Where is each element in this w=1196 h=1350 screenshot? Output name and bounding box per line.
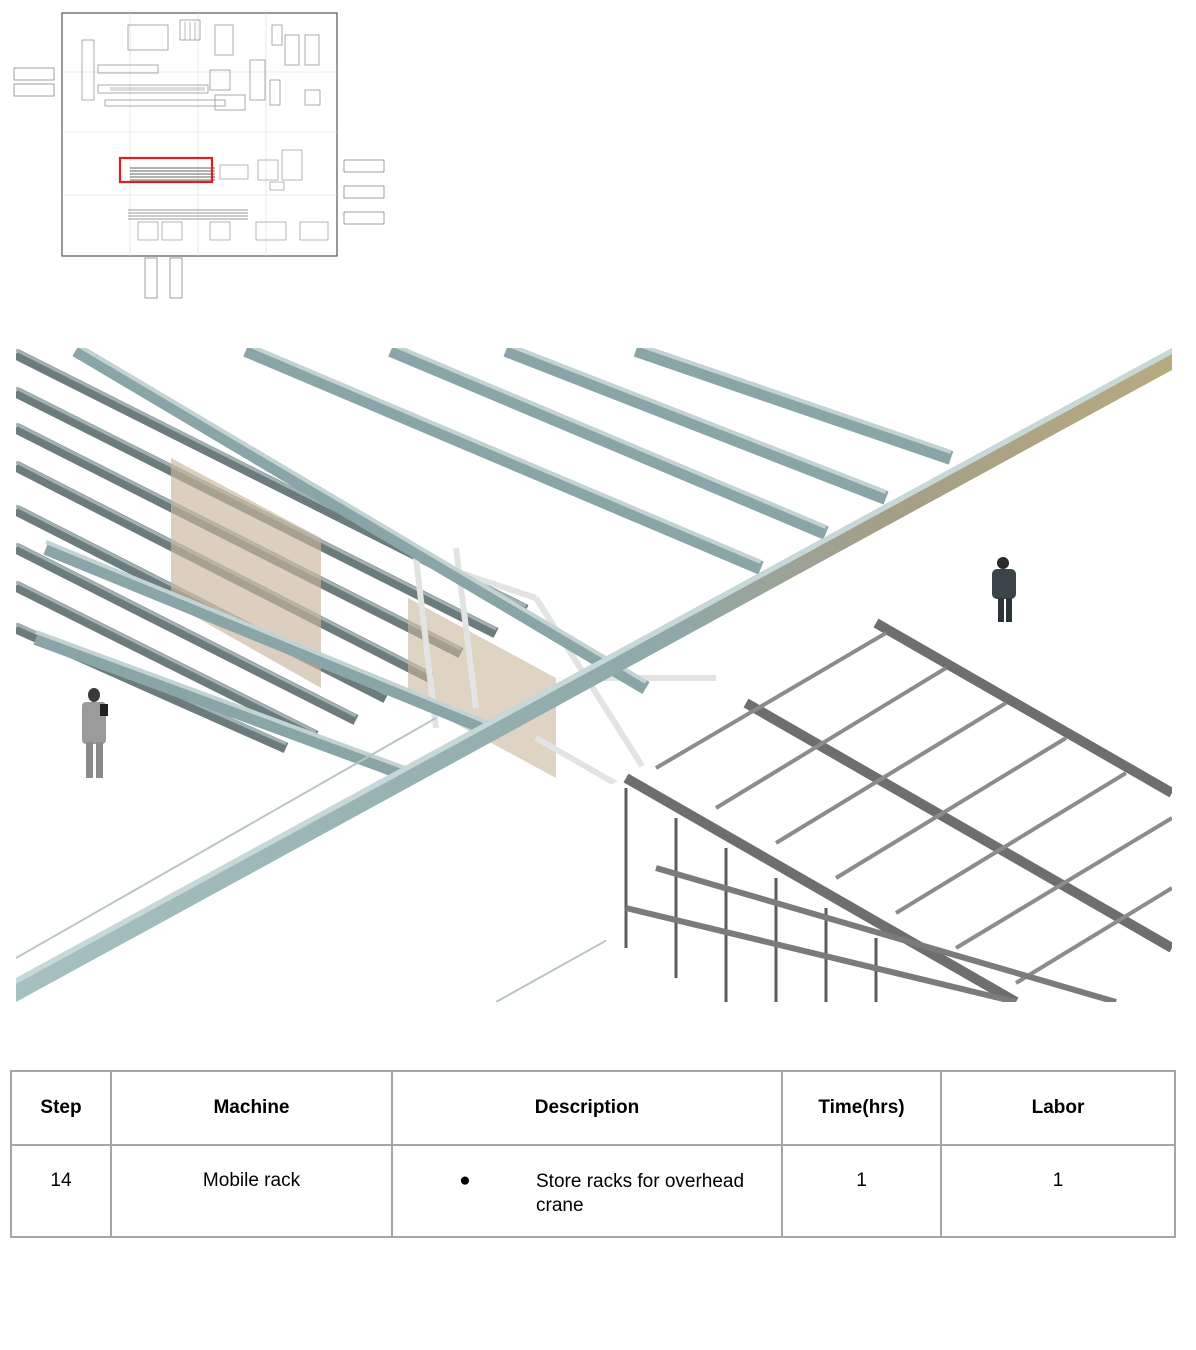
cell-labor: 1 — [940, 1144, 1176, 1238]
panel — [171, 458, 321, 688]
worker-figure — [992, 557, 1016, 622]
highlight-box — [118, 156, 214, 184]
header-step: Step — [10, 1070, 112, 1146]
beam-highlight — [16, 348, 1172, 984]
description-list-item: ● Store racks for overhead crane — [394, 1170, 780, 1218]
worker-figure — [82, 688, 108, 778]
cell-machine: Mobile rack — [110, 1144, 393, 1238]
process-table: Step Machine Description Time(hrs) Labor… — [10, 1070, 1176, 1238]
header-description: Description — [391, 1070, 783, 1146]
description-text: Store racks for overhead crane — [536, 1171, 745, 1216]
overhead-rails — [33, 348, 954, 785]
header-machine: Machine — [110, 1070, 393, 1146]
table-row: 14 Mobile rack ● Store racks for overhea… — [10, 1144, 1176, 1238]
table-header-row: Step Machine Description Time(hrs) Labor — [10, 1070, 1176, 1146]
cell-time: 1 — [781, 1144, 942, 1238]
mobile-rack-render — [16, 348, 1172, 1002]
header-labor: Labor — [940, 1070, 1176, 1146]
cell-description: ● Store racks for overhead crane — [391, 1144, 783, 1238]
mobile-rack-structure — [606, 618, 1172, 1002]
floor-plan-thumbnail — [13, 12, 385, 299]
bullet-icon: ● — [459, 1170, 471, 1191]
header-time: Time(hrs) — [781, 1070, 942, 1146]
cell-step: 14 — [10, 1144, 112, 1238]
panel — [408, 598, 556, 778]
